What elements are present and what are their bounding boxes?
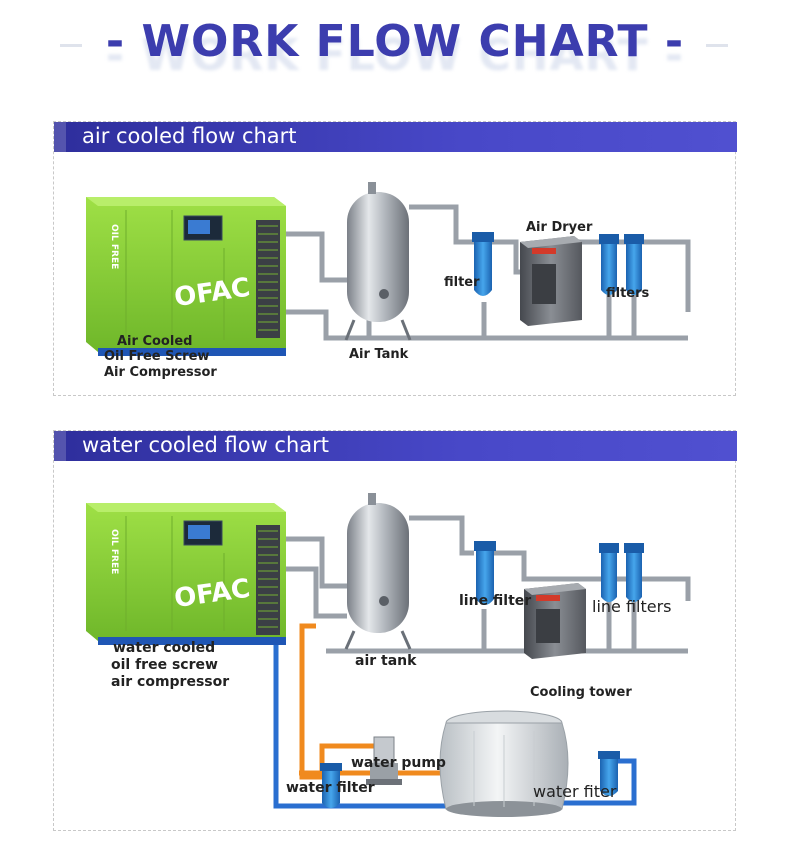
water-line-filter-label: line filter [459, 593, 532, 609]
air-cooled-title-bar: air cooled flow chart [54, 122, 737, 152]
cooling-tower [439, 710, 569, 817]
air-cooled-panel: air cooled flow chart [53, 121, 737, 396]
page-title-shadow: - WORK FLOW CHART - [105, 30, 685, 81]
air-filter-1 [472, 232, 494, 296]
water-cooled-panel: water cooled flow chart [53, 430, 737, 831]
page-header: - WORK FLOW CHART - - WORK FLOW CHART - [0, 0, 790, 100]
water-compressor-label-line1: water cooled [113, 640, 216, 656]
water-tank-label: air tank [355, 653, 417, 669]
water-brand-side-text: OIL FREE [109, 529, 119, 574]
water-line-filters-pair [599, 543, 644, 602]
water-dryer [524, 583, 586, 659]
header-dash-left-outer [60, 44, 82, 47]
air-pipes [286, 204, 691, 341]
air-compressor-label-line2: Oil Free Screw [104, 349, 210, 364]
water-compressor-label-line2: oil free screw [111, 657, 218, 673]
air-dryer-label: Air Dryer [526, 220, 593, 235]
water-air-pipes [286, 515, 691, 654]
water-pump-label: water pump [351, 755, 446, 771]
air-compressor [86, 197, 286, 356]
title-bar-accent [54, 122, 66, 152]
air-tank-label: Air Tank [349, 347, 409, 362]
header-dash-right-outer [706, 44, 728, 47]
air-dryer [520, 236, 582, 326]
air-filter-label: filter [444, 275, 480, 290]
air-cooled-diagram: OFAC OIL FREE [86, 182, 691, 356]
air-filters-pair [599, 234, 644, 295]
water-filter-left-label: water filter [286, 780, 375, 796]
water-cooled-title-bar: water cooled flow chart [54, 431, 737, 461]
title-bar-accent [54, 431, 66, 461]
water-filter-right [598, 751, 620, 796]
water-line-filter [474, 541, 496, 605]
water-cooled-diagram: OFAC OIL FREE [86, 493, 691, 817]
air-filters-label: filters [606, 286, 650, 301]
air-compressor-label-line3: Air Compressor [104, 365, 217, 380]
air-cooled-title: air cooled flow chart [82, 124, 297, 148]
page-title: - WORK FLOW CHART - [105, 16, 685, 67]
water-filter-left [320, 763, 342, 808]
water-pump [366, 736, 402, 785]
water-filter-right-label: water fiter [533, 782, 617, 801]
hot-water-pipe [299, 623, 374, 780]
water-air-tank [344, 493, 412, 650]
air-tank [344, 182, 412, 341]
water-compressor [86, 503, 286, 645]
water-cooled-title: water cooled flow chart [82, 433, 330, 457]
air-brand-side-text: OIL FREE [109, 224, 119, 269]
water-compressor-label-line3: air compressor [111, 674, 230, 690]
cooling-tower-label: Cooling tower [530, 685, 632, 700]
water-line-filters-label: line filters [592, 597, 672, 616]
air-compressor-label-line1: Air Cooled [117, 334, 193, 349]
